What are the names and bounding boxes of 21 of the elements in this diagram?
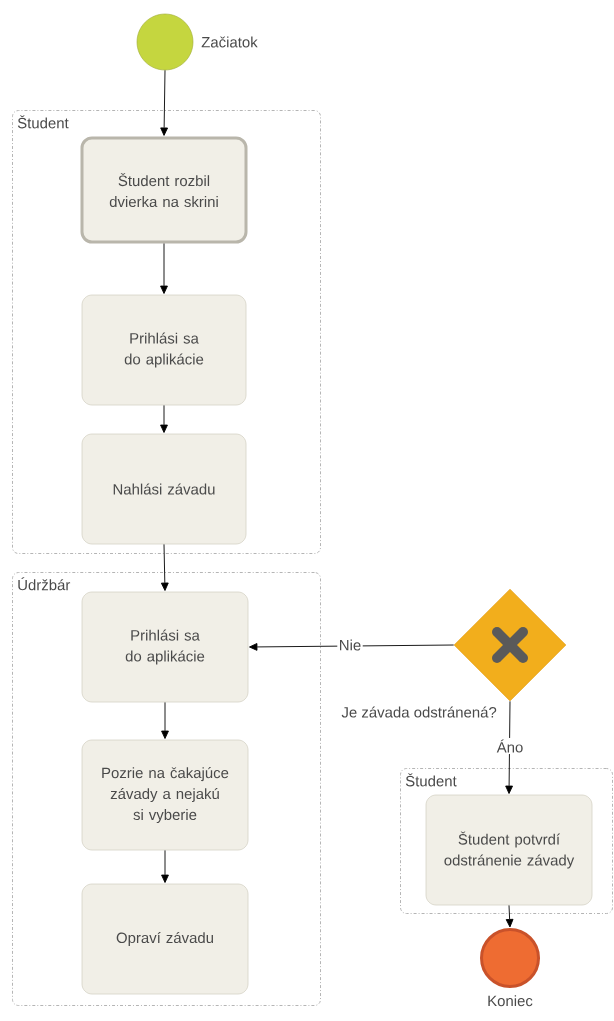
task-box: Prihlási sa do aplikácie (81, 294, 247, 406)
arrow (505, 904, 514, 928)
task-box: Pozrie na čakajúce závady a nejakú si vyberie (81, 739, 249, 851)
arrow (161, 849, 169, 883)
arrow (160, 69, 168, 136)
arrow (160, 243, 168, 294)
task-box: Nahlási závadu (81, 433, 247, 545)
task-box: Opraví závadu (81, 883, 249, 995)
arrow (160, 404, 168, 433)
arrow (161, 701, 169, 739)
arrow (249, 643, 455, 651)
event-label: Začiatok (201, 36, 258, 48)
arrow (505, 700, 513, 794)
task-box: Študent rozbil dvierka na skrini (80, 136, 248, 244)
edge-label: Nie (337, 638, 363, 652)
arrow (160, 543, 169, 591)
event-label: Je závada odstránená? (341, 706, 497, 718)
task-box: Študent potvrdí odstránenie závady (425, 794, 593, 906)
event-label: Koniec (488, 995, 533, 1007)
edge-label: Áno (495, 737, 525, 755)
task-box: Prihlási sa do aplikácie (81, 591, 249, 703)
